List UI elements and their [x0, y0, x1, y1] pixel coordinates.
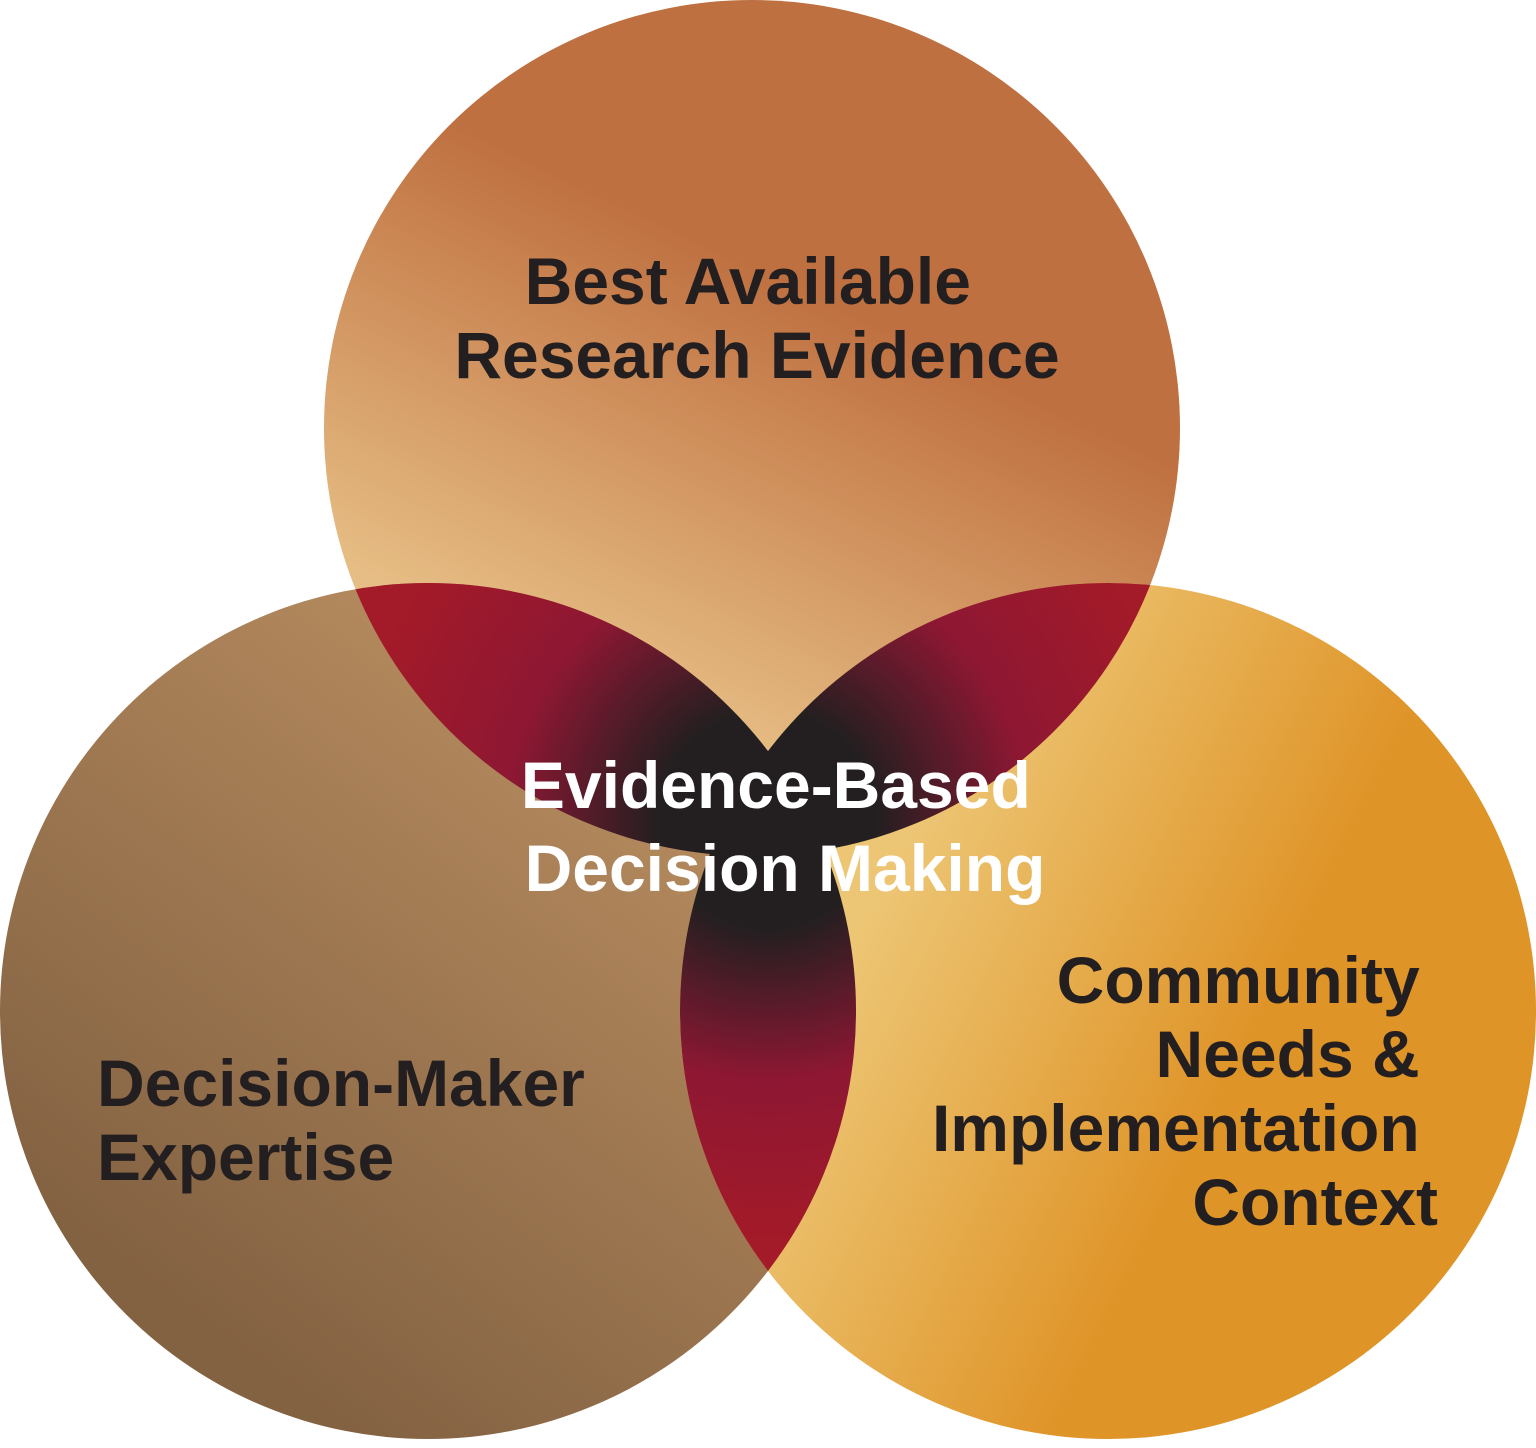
community-label-line-2: Needs &	[1156, 1017, 1420, 1091]
overlap-research-expertise	[324, 583, 856, 856]
community-needs-label: Community Needs & Implementation Context	[932, 943, 1438, 1239]
research-label-line-2: Research Evidence	[454, 318, 1059, 392]
evidence-based-decision-making-label: Evidence-Based Decision Making	[521, 748, 1049, 905]
community-label-line-3: Implementation	[932, 1091, 1420, 1165]
decision-maker-expertise-label: Decision-Maker Expertise	[97, 1046, 603, 1194]
overlap-research-community	[680, 583, 1180, 856]
center-label-line-2: Decision Making	[525, 831, 1046, 905]
center-label-line-1: Evidence-Based	[521, 748, 1031, 822]
expertise-label-line-1: Decision-Maker	[97, 1046, 585, 1120]
community-label-line-4: Context	[1192, 1165, 1438, 1239]
community-label-line-1: Community	[1057, 943, 1420, 1017]
expertise-label-line-2: Expertise	[97, 1120, 394, 1194]
research-label-line-1: Best Available	[525, 244, 971, 318]
research-evidence-label: Best Available Research Evidence	[454, 244, 1059, 392]
